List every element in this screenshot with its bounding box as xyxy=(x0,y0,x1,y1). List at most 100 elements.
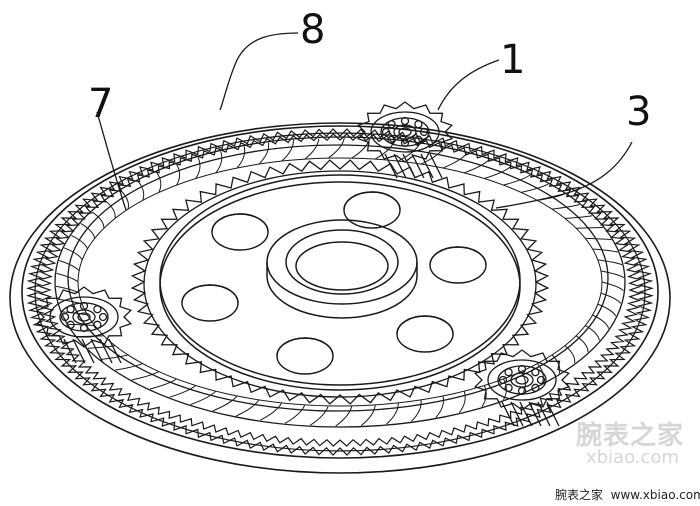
planet-helix xyxy=(384,153,398,179)
bearing-ball xyxy=(498,375,508,385)
disc-rim-lower xyxy=(159,181,521,391)
helix-stroke xyxy=(284,404,306,424)
bearing-ball xyxy=(93,305,102,314)
plate-rim-inner xyxy=(21,125,659,459)
disc-hole-edge xyxy=(396,315,454,335)
helix-stroke xyxy=(592,248,618,253)
helix-stroke xyxy=(351,138,371,159)
planet-helix xyxy=(537,401,551,427)
planet-helix xyxy=(429,153,443,179)
helix-stroke xyxy=(575,335,589,353)
bearing-ball xyxy=(387,135,396,144)
bearing-ball xyxy=(93,320,102,329)
ring-gear-bands xyxy=(54,136,626,428)
helix-stroke xyxy=(236,146,246,169)
plate-rim-outer xyxy=(9,122,671,474)
planet-gear-face xyxy=(49,296,119,338)
leader-7 xyxy=(96,111,127,211)
planet-helix xyxy=(81,338,95,364)
helix-stroke xyxy=(592,314,610,329)
planet-gear-teeth xyxy=(35,286,133,348)
carrier-edge xyxy=(67,144,609,412)
callout-7: 7 xyxy=(88,81,114,127)
helix-stroke xyxy=(56,285,80,294)
helix-stroke xyxy=(63,247,83,261)
helix-stroke xyxy=(597,303,617,317)
helix-stroke xyxy=(411,399,422,422)
watermark-brand: 腕表之家 xyxy=(576,421,685,451)
planet-helix xyxy=(546,401,560,427)
helix-stroke xyxy=(215,151,223,174)
callout-1: 1 xyxy=(500,37,526,83)
helix-stroke xyxy=(195,157,201,179)
helix-stroke xyxy=(258,142,270,165)
helix-stroke xyxy=(520,183,549,193)
planet-gear-face xyxy=(370,111,440,153)
helix-stroke xyxy=(435,395,444,418)
ring-gear-pitch xyxy=(34,132,646,452)
planet-gears xyxy=(35,101,571,427)
helix-stroke xyxy=(115,363,143,371)
hub-bore-inner xyxy=(295,241,389,291)
helix-stroke xyxy=(576,226,603,229)
disc-hole-edge xyxy=(276,337,334,357)
helix-stroke xyxy=(442,152,468,169)
helix-stroke xyxy=(176,163,181,186)
planet-gear-face xyxy=(487,359,557,401)
helix-stroke xyxy=(564,215,593,219)
helix-stroke xyxy=(503,174,531,186)
helix-stroke xyxy=(190,390,217,405)
planet-gear xyxy=(473,349,571,427)
helix-stroke xyxy=(600,292,622,304)
helix-stroke xyxy=(131,371,160,381)
planet-gear xyxy=(35,286,133,364)
planet-gear xyxy=(356,101,454,179)
planet-helix xyxy=(63,338,77,364)
planet-gear-teeth xyxy=(356,101,454,163)
helix-stroke xyxy=(80,222,96,239)
sun-gear-teeth xyxy=(130,159,550,405)
planet-axle-outer xyxy=(510,372,534,388)
helix-stroke xyxy=(212,395,238,412)
disc-hole-edge xyxy=(181,284,239,304)
disc-edge xyxy=(159,174,521,386)
bearing-ball xyxy=(419,127,429,137)
leader-lines xyxy=(96,32,633,211)
bearing-ball xyxy=(536,375,546,385)
helix-stroke xyxy=(149,378,177,390)
helix-stroke xyxy=(91,211,105,229)
helix-stroke xyxy=(600,270,625,279)
disc-hole-edge xyxy=(211,213,269,233)
helix-stroke xyxy=(464,159,490,174)
helix-stroke xyxy=(601,281,624,291)
helix-stroke xyxy=(484,166,511,179)
helix-stroke xyxy=(502,378,507,401)
helix-stroke xyxy=(597,259,623,266)
hub-bore-outer xyxy=(285,229,399,295)
planet-helix xyxy=(420,153,434,179)
helix-stroke xyxy=(327,137,345,159)
helix-stroke xyxy=(585,237,612,241)
planet-helix xyxy=(501,401,515,427)
helix-stroke xyxy=(71,234,88,250)
helix-stroke xyxy=(360,404,376,426)
ring-gear-tooth-row-inner xyxy=(38,133,642,447)
ring-gear-inner-edge xyxy=(54,136,626,428)
helix-stroke xyxy=(169,385,197,398)
helix-stroke xyxy=(100,354,129,360)
helix-stroke xyxy=(56,272,79,283)
callout-8: 8 xyxy=(300,7,326,53)
callout-3: 3 xyxy=(626,89,652,135)
bearing-ball xyxy=(504,368,513,377)
helix-stroke xyxy=(310,405,329,426)
hub-outer xyxy=(266,219,418,305)
leader-3 xyxy=(495,141,633,209)
bearing-ball xyxy=(98,312,108,322)
helix-stroke xyxy=(260,402,283,421)
planet-helix xyxy=(519,401,533,427)
helical-band xyxy=(56,137,625,427)
bearing-ball xyxy=(387,120,396,129)
bearing-ball xyxy=(504,383,513,392)
helix-stroke xyxy=(105,200,116,219)
